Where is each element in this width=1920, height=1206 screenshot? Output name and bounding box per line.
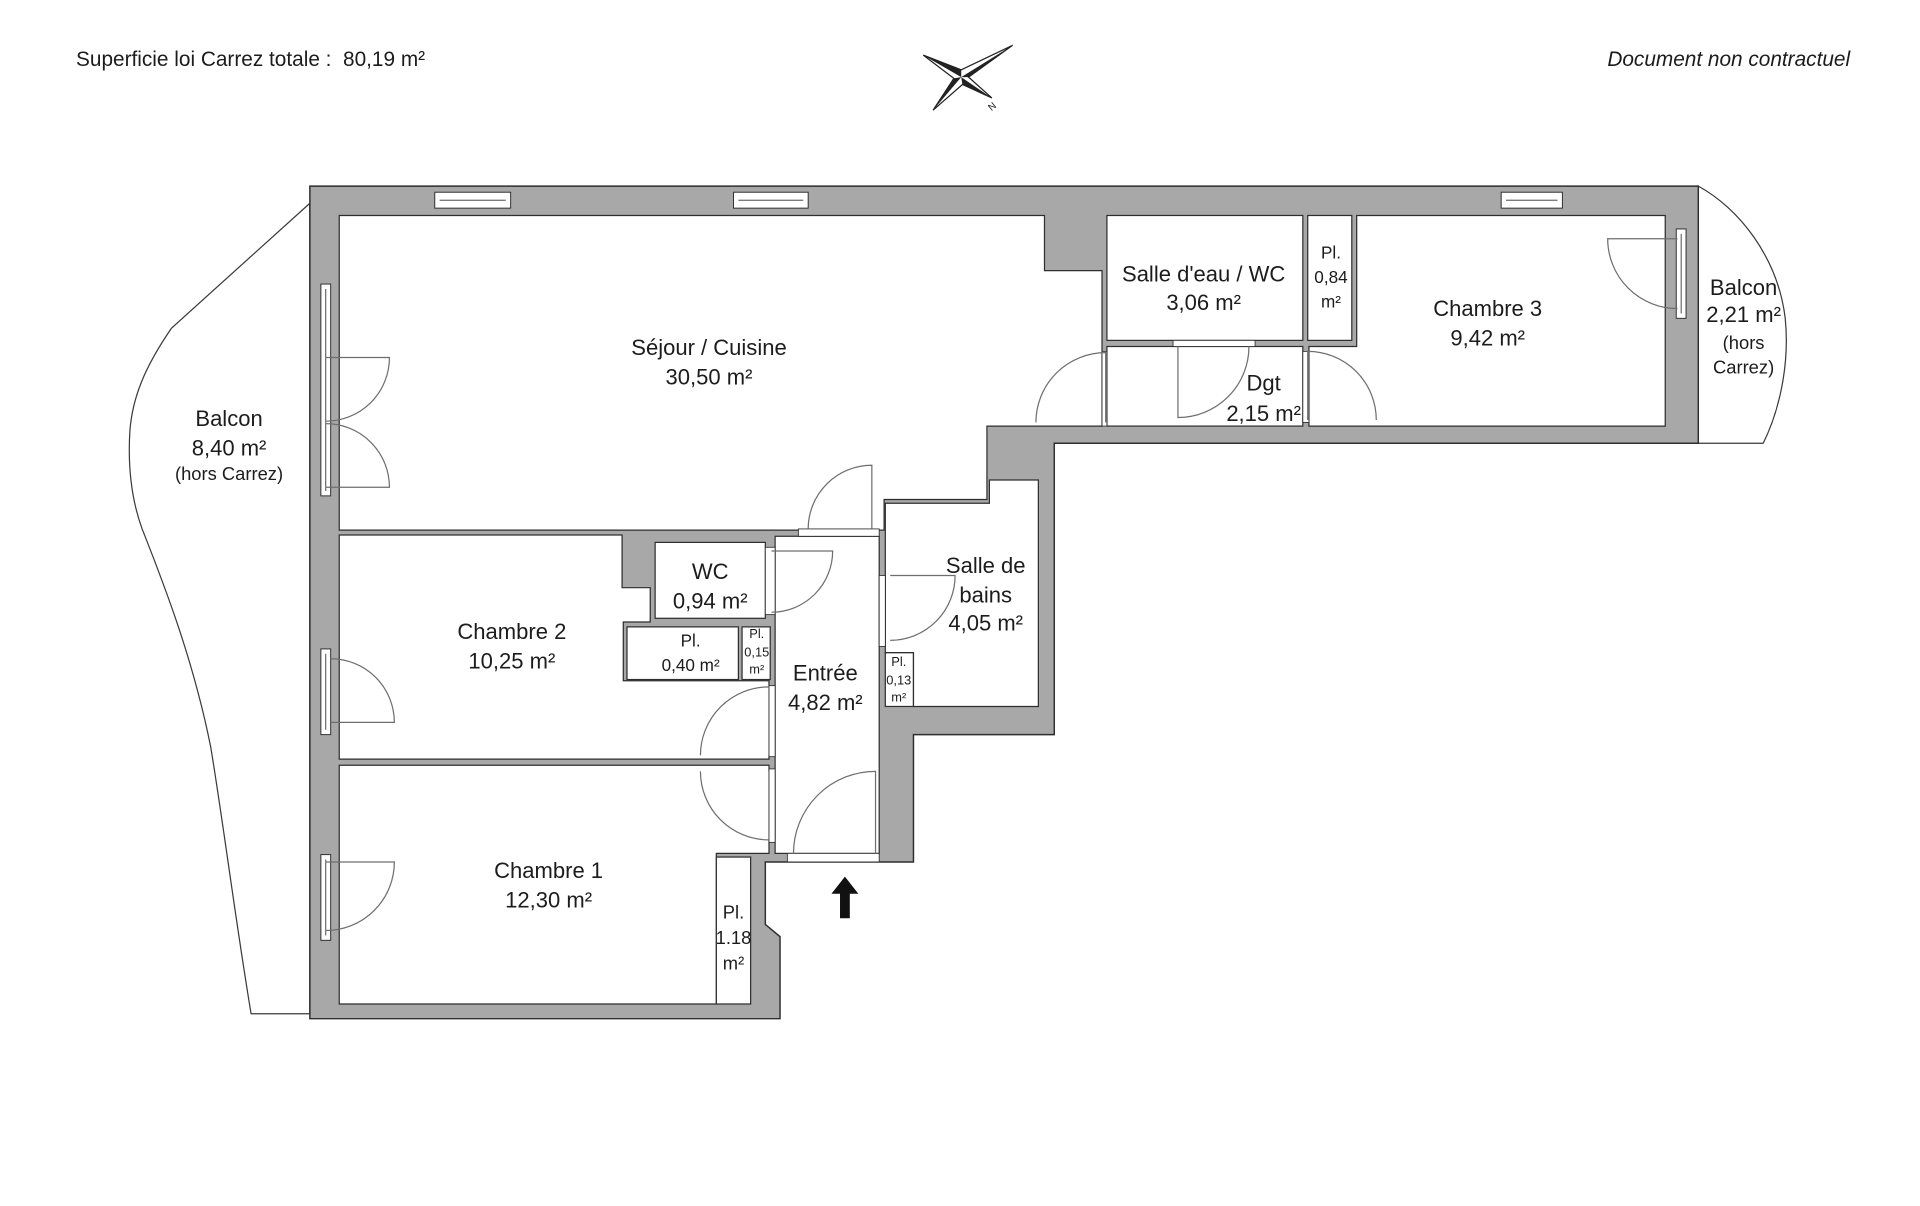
room-area-label: 2,21 m² [1706, 302, 1781, 327]
room-area-label: 10,25 m² [468, 649, 555, 674]
door-swing [325, 356, 391, 422]
door-swing [699, 686, 770, 756]
room-area-label: 8,40 m² [192, 435, 267, 460]
room-placard-084 [1307, 214, 1353, 341]
compass-star-half [933, 77, 962, 111]
room-name-label: Balcon [195, 406, 262, 431]
window [733, 191, 809, 209]
room-chambre-2 [338, 534, 770, 760]
room-area-label: 30,50 m² [666, 364, 753, 389]
room-chambre-3 [1308, 214, 1666, 427]
door-swing [1035, 352, 1107, 423]
windows [320, 191, 1687, 941]
compass-star-outline [922, 44, 1014, 111]
balcony-right-floor [1697, 185, 1787, 444]
door-swing [325, 861, 395, 932]
door-swing [807, 464, 873, 529]
room-note-label: (hors [1723, 332, 1765, 353]
window-door [320, 283, 332, 497]
room-name-label: Pl. [891, 654, 906, 669]
room-area-label: 2,15 m² [1226, 401, 1301, 426]
window [1500, 191, 1563, 209]
room-name-label: Balcon [1710, 275, 1777, 300]
compass-star-half [923, 55, 962, 78]
entrance-arrow-icon [831, 876, 859, 919]
room-name-label: Entrée [793, 661, 858, 686]
room-salle-eau-wc [1106, 214, 1304, 341]
threshold [764, 546, 776, 616]
room-name-label: Dgt [1247, 371, 1281, 396]
room-name-label: WC [692, 559, 729, 584]
room-area-label: 0,94 m² [673, 589, 748, 614]
door-thresholds [764, 339, 1310, 863]
room-area-label: 1.18 [716, 927, 752, 948]
room-placard-118 [715, 856, 752, 1005]
room-area-unit-label: m² [723, 953, 744, 974]
threshold [768, 768, 776, 843]
room-area-label: 0,40 m² [662, 655, 720, 675]
balcony-left-floor [128, 201, 311, 1015]
room-salle-de-bains [884, 479, 1039, 708]
room-sejour-cuisine [338, 214, 1103, 531]
room-area-label: 0,15 [744, 644, 769, 659]
door-swing [325, 423, 391, 488]
window-door [320, 648, 332, 736]
room-labels: Séjour / Cuisine 30,50 m² Salle d'eau / … [175, 242, 1781, 973]
door-swing [792, 770, 877, 854]
room-name-label: Pl. [681, 630, 701, 650]
threshold [768, 685, 776, 758]
room-area-unit-label: m² [891, 690, 907, 705]
door-swing [1607, 238, 1678, 310]
door-swing [1177, 346, 1250, 419]
total-surface-label: Superficie loi Carrez totale : 80,19 m² [76, 48, 425, 71]
room-note-label: (hors Carrez) [175, 463, 283, 484]
room-placard-015 [741, 626, 771, 681]
room-name-label: Pl. [1321, 242, 1341, 262]
room-area-label: 0,13 [886, 672, 911, 687]
room-name-label: bains [959, 582, 1012, 607]
room-placard-040 [626, 626, 740, 681]
room-name-label: Salle de [946, 553, 1026, 578]
room-area-unit-label: m² [1321, 291, 1341, 311]
window-door [320, 854, 332, 941]
threshold [786, 852, 880, 863]
door-swing [771, 550, 834, 613]
room-area-label: 4,82 m² [788, 690, 863, 715]
room-name-label: Chambre 2 [457, 619, 566, 644]
room-wc [654, 541, 766, 619]
room-entree [774, 535, 880, 854]
room-chambre-1 [338, 764, 770, 1005]
room-name-label: Pl. [749, 626, 764, 641]
room-area-label: 0,84 [1314, 267, 1348, 287]
room-name-label: Pl. [723, 901, 744, 922]
compass-star-half [961, 77, 992, 98]
threshold [1101, 350, 1108, 427]
compass-rose-icon: N [922, 44, 1014, 114]
door-swing [1307, 350, 1377, 420]
room-note-label: Carrez) [1713, 356, 1774, 377]
threshold [1172, 339, 1256, 347]
door-swing [699, 771, 770, 841]
disclaimer-label: Document non contractuel [1607, 48, 1851, 71]
room-name-label: Salle d'eau / WC [1122, 262, 1285, 287]
room-area-unit-label: m² [749, 661, 765, 676]
room-area-label: 9,42 m² [1450, 325, 1525, 350]
room-area-label: 4,05 m² [948, 611, 1023, 636]
window [434, 191, 512, 209]
door-swing [890, 574, 956, 641]
door-swing [330, 658, 395, 723]
room-name-label: Séjour / Cuisine [631, 335, 786, 360]
room-name-label: Chambre 1 [494, 858, 603, 883]
room-name-label: Chambre 3 [1433, 296, 1542, 321]
compass-north-label: N [986, 101, 998, 114]
door-swings [325, 238, 1678, 932]
room-area-label: 3,06 m² [1166, 290, 1241, 315]
threshold [878, 575, 886, 647]
window-door [1675, 228, 1687, 319]
threshold [797, 528, 880, 537]
room-area-label: 12,30 m² [505, 887, 592, 912]
threshold [1302, 350, 1310, 423]
